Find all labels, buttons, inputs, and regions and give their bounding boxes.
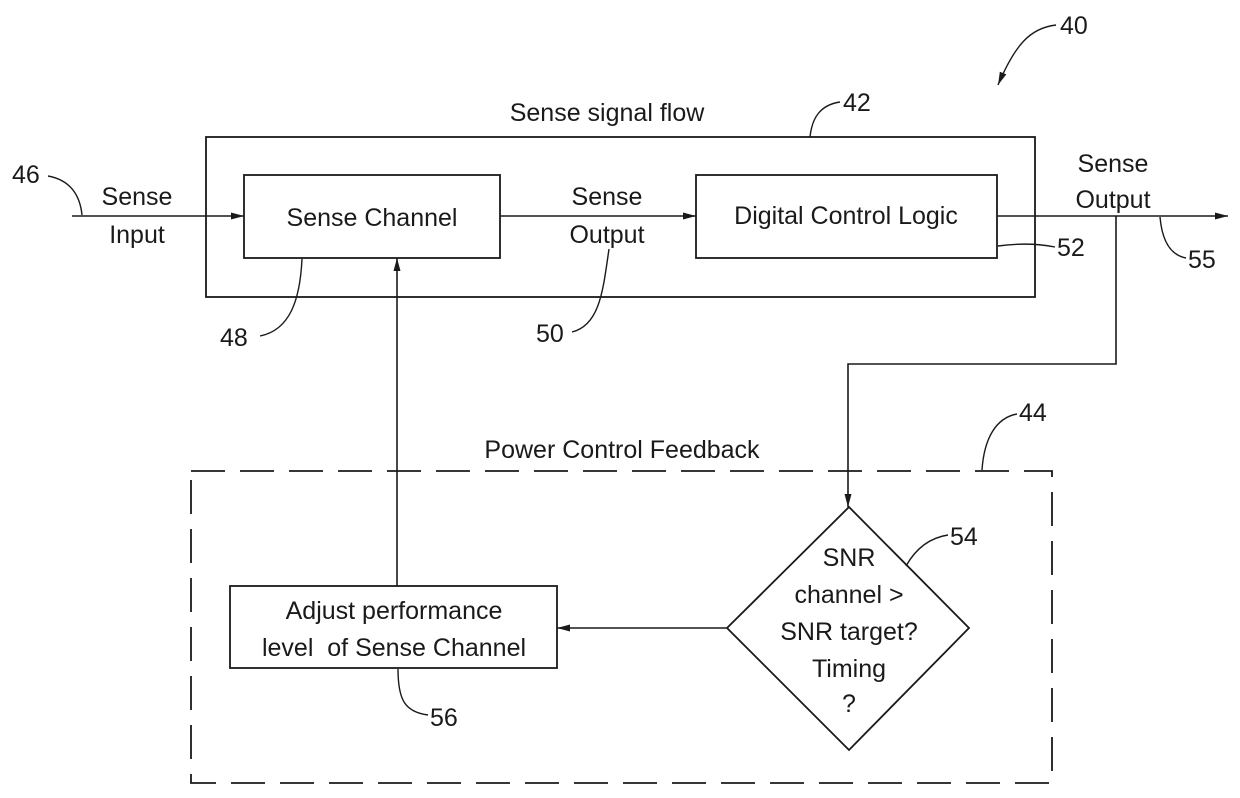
figure-ref-arrow [998, 25, 1056, 85]
adjust-label-line1: Adjust performance [286, 597, 503, 625]
figure-ref-label: 40 [1060, 12, 1088, 40]
ref-56-leader [398, 669, 428, 715]
ref-44-leader [982, 414, 1017, 470]
ref-55-label: 55 [1188, 246, 1216, 274]
digital-control-logic-label: Digital Control Logic [734, 202, 958, 230]
power-control-feedback-title: Power Control Feedback [484, 436, 760, 464]
digital-control-logic-block: Digital Control Logic 52 [696, 175, 1085, 262]
intermediate-output-label-line1: Sense [572, 183, 643, 211]
ref-55-leader [1160, 217, 1186, 258]
sense-output-group: Sense Output 55 [997, 150, 1228, 274]
snr-decision-block: SNR channel > SNR target? Timing ? 54 [727, 507, 978, 750]
ref-48-label: 48 [220, 324, 248, 352]
sense-output-label-line2: Output [1075, 186, 1150, 214]
decision-line-1: SNR [823, 544, 876, 572]
figure-ref-40: 40 [998, 12, 1088, 85]
intermediate-output-label-line2: Output [569, 221, 644, 249]
sense-signal-flow-title: Sense signal flow [510, 99, 706, 127]
decision-line-3: SNR target? [780, 618, 918, 646]
ref-42-label: 42 [843, 89, 871, 117]
ref-46-leader [48, 176, 82, 215]
sense-channel-label: Sense Channel [287, 204, 458, 232]
ref-52-leader [998, 244, 1055, 247]
ref-50-leader [572, 249, 609, 332]
sense-input-label-line1: Sense [102, 183, 173, 211]
ref-54-label: 54 [950, 523, 978, 551]
sense-output-label-line1: Sense [1078, 150, 1149, 178]
sense-input-group: Sense Input 46 [12, 161, 244, 249]
ref-50-label: 50 [536, 320, 564, 348]
ref-42-leader [810, 102, 840, 137]
decision-line-5: ? [842, 690, 856, 718]
ref-52-label: 52 [1057, 234, 1085, 262]
ref-46-label: 46 [12, 161, 40, 189]
decision-line-2: channel > [794, 581, 903, 609]
sense-input-label-line2: Input [109, 221, 165, 249]
adjust-label-line2: level of Sense Channel [262, 634, 526, 662]
ref-54-leader [906, 535, 948, 566]
ref-44-label: 44 [1019, 399, 1047, 427]
decision-line-4: Timing [812, 655, 886, 683]
adjust-performance-block: Adjust performance level of Sense Channe… [230, 586, 557, 732]
ref-56-label: 56 [430, 704, 458, 732]
intermediate-output-group: Sense Output 50 [500, 183, 696, 348]
sense-channel-block: Sense Channel 48 [220, 175, 500, 352]
